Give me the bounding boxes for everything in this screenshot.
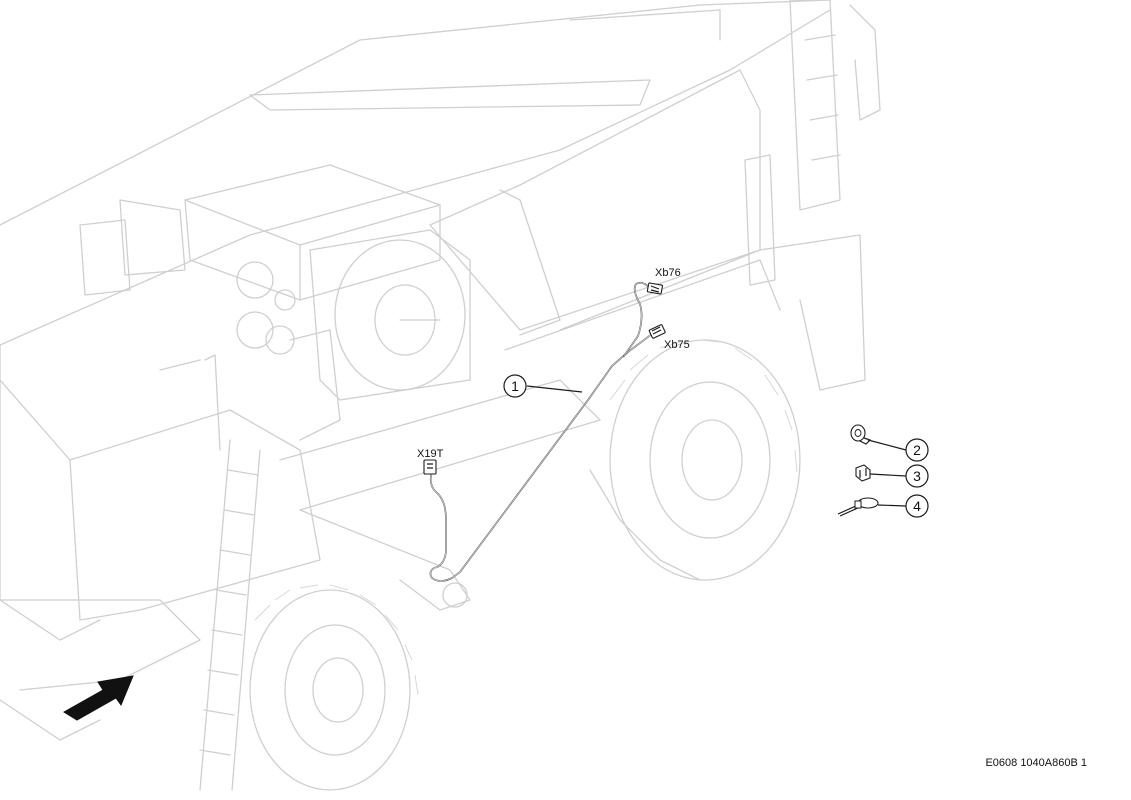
callout-2-circle — [905, 438, 929, 462]
callout-1-number: 1 — [511, 378, 519, 394]
callout-2-number: 2 — [913, 442, 921, 458]
callout-4-circle — [905, 494, 929, 518]
cable-tie-part — [837, 497, 879, 517]
callout-4-number: 4 — [913, 498, 921, 514]
callout-3-circle — [905, 464, 929, 488]
callout-3-leader — [869, 473, 907, 477]
callout-4-leader — [877, 504, 907, 507]
front-direction-arrow — [63, 675, 134, 721]
callout-3-number: 3 — [913, 468, 921, 484]
label-x19t: X19T — [417, 448, 444, 460]
drawing-reference: E0608 1040A860B 1 — [985, 757, 1087, 769]
callout-2-leader — [867, 439, 907, 451]
callout-1-leader — [526, 385, 583, 393]
connector-xb76-plug — [646, 282, 663, 295]
label-xb76: Xb76 — [655, 267, 681, 279]
callout-1-circle — [503, 374, 527, 398]
connector-xb75-plug — [648, 324, 666, 339]
combine-machine-outline — [0, 0, 881, 791]
bracket-part — [855, 464, 871, 482]
wiring-harness — [423, 281, 666, 582]
clip-part — [850, 424, 872, 445]
label-xb75: Xb75 — [664, 339, 690, 351]
connector-x19t-plug — [423, 459, 437, 475]
